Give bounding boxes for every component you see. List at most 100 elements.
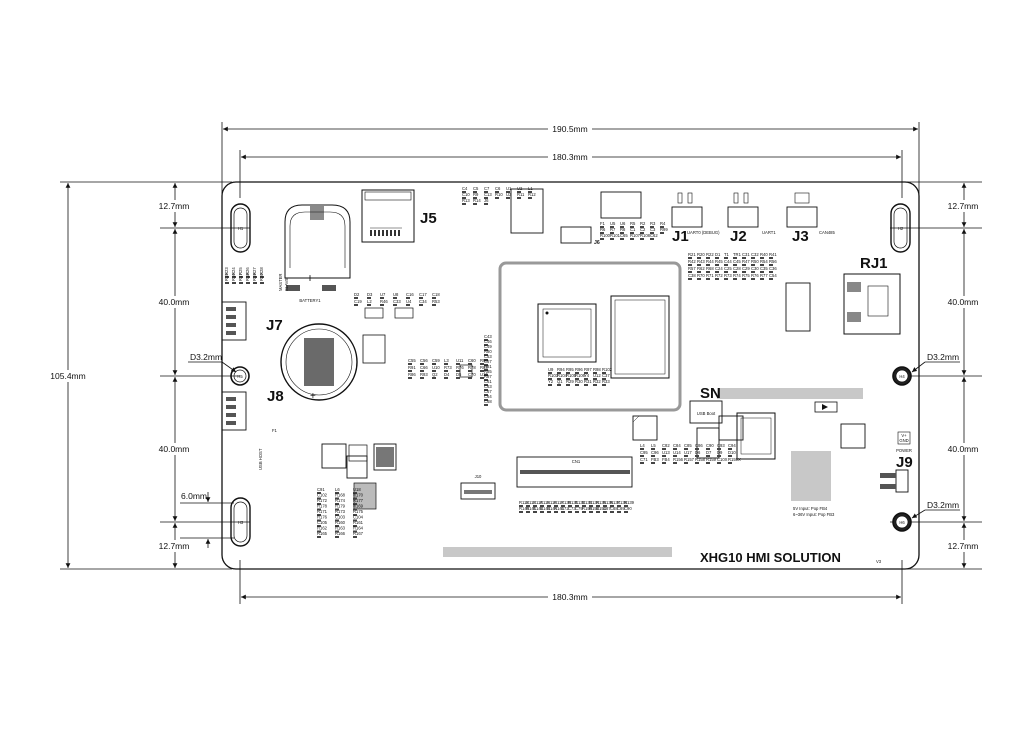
connector-cn1-label: CN1: [572, 459, 581, 464]
refdes-r5: R5: [630, 221, 636, 226]
gnd-label: GND: [899, 438, 908, 443]
refdes-u17: U17: [684, 450, 692, 455]
pad-c68: [484, 404, 488, 406]
refdes-r130: R130: [561, 500, 572, 505]
pad-r31: [584, 384, 588, 386]
pad-j6: [484, 203, 488, 205]
connector-cn1: CN1: [516, 456, 633, 488]
pad-c24: [715, 271, 719, 273]
pad-u2: [517, 191, 521, 193]
pad-c29: [742, 271, 746, 273]
pad-r114: [533, 505, 537, 507]
refdes-c73: C73: [568, 506, 576, 511]
pad-r174: [335, 503, 339, 505]
refdes-c3: C3: [650, 227, 656, 232]
pad-c67: [484, 394, 488, 396]
dimension-lines: 190.5mm 180.3mm 180.3mm 105.4mm 12.7mm 4…: [46, 122, 983, 604]
refdes-r90: R90: [480, 358, 488, 363]
pad-d6: [695, 455, 699, 457]
connector-j1: J1 UART0 (DEBUG): [671, 192, 720, 245]
pad-c30: [751, 271, 755, 273]
pad-c17: [419, 297, 423, 299]
chip-u14: [791, 451, 831, 501]
pad-u5: [610, 226, 614, 228]
pad-r141: [526, 511, 530, 513]
pad-r176: [317, 519, 321, 522]
pad-d5: [456, 377, 460, 379]
connector-j8: J8: [221, 388, 284, 431]
refdes-c33: C33: [393, 299, 401, 304]
refdes-r159: R159: [706, 457, 717, 462]
master-label: MASTER: [278, 274, 283, 291]
pad-c73: [568, 511, 572, 513]
pad-c2: [640, 232, 644, 234]
pad-r53: [432, 304, 436, 306]
hole-h2: [890, 203, 911, 253]
refdes-r158: R158: [695, 457, 706, 462]
refdes-f1: F1: [600, 221, 606, 226]
refdes-r12: R12: [528, 192, 536, 197]
dim-hole-left-mid: D3.2mm: [190, 352, 222, 362]
dim-left-bottom-margin: 12.7mm: [159, 541, 190, 551]
refdes-c62: C62: [650, 233, 658, 238]
refdes-r56: R56: [769, 259, 777, 264]
refdes-c37: C37: [602, 373, 610, 378]
pad-c87: [603, 511, 607, 513]
refdes-r19: R19: [252, 273, 257, 281]
inductor-l5: [736, 412, 776, 460]
pad-r56: [769, 264, 773, 266]
pad-c18: [432, 297, 436, 299]
pad-r131: [568, 505, 572, 507]
pad-r15: [225, 282, 229, 284]
pad-c62: [650, 238, 654, 240]
pad-r76: [751, 278, 755, 280]
refdes-u1: U1: [506, 186, 512, 191]
pad-u7: [380, 297, 384, 299]
pad-r46: [380, 304, 384, 306]
vin-label: V+: [901, 433, 907, 438]
refdes-c30: C30: [751, 266, 759, 271]
dim-hole-right-bottom: D3.2mm: [927, 500, 959, 510]
refdes-r15: R15: [224, 273, 229, 281]
refdes-tr1: TR1: [733, 252, 742, 257]
refdes-r87: R87: [484, 374, 492, 379]
pad-l6: [335, 492, 339, 494]
cpu-area-frame: [498, 261, 682, 412]
dim-overall-height-label: 105.4mm: [50, 371, 85, 381]
svg-text:+: +: [310, 391, 316, 402]
refdes-c46: C46: [484, 339, 492, 344]
connector-j7: J7: [221, 301, 283, 341]
board-outline: [221, 181, 920, 570]
connector-j2-note: UART1: [762, 230, 776, 235]
svg-text:+: +: [306, 271, 313, 285]
pad-r143: [540, 511, 544, 513]
pad-c71: [640, 462, 644, 464]
refdes-r86: R86: [408, 372, 416, 377]
refdes-r95: R95: [566, 367, 574, 372]
pad-r13: [462, 203, 466, 205]
dim-right-top-margin: 12.7mm: [948, 201, 979, 211]
pad-c56: [420, 363, 424, 365]
refdes-c5: C5: [473, 186, 479, 191]
refdes-c6: C6: [495, 186, 501, 191]
hole-h3: [230, 497, 251, 547]
refdes-r133: R133: [582, 500, 593, 505]
pad-f1: [600, 226, 604, 228]
pad-c103: [335, 519, 339, 522]
hole-h3-label: H3: [238, 520, 244, 525]
refdes-r4: R4: [660, 221, 666, 226]
refdes-q1: Q1: [557, 379, 563, 384]
pad-r68: [706, 271, 710, 273]
pad-r14: [473, 203, 477, 205]
refdes-r47: R47: [742, 259, 750, 264]
pad-r134: [589, 505, 593, 507]
pad-r160: [335, 525, 339, 527]
pad-r98: [593, 372, 597, 374]
connector-rj1-label: RJ1: [860, 255, 888, 272]
pad-r101: [610, 238, 614, 240]
refdes-c43: C43: [484, 334, 492, 339]
pad-c82: [662, 448, 666, 450]
refdes-r99: R99: [660, 227, 668, 232]
pad-c104: [353, 519, 357, 522]
